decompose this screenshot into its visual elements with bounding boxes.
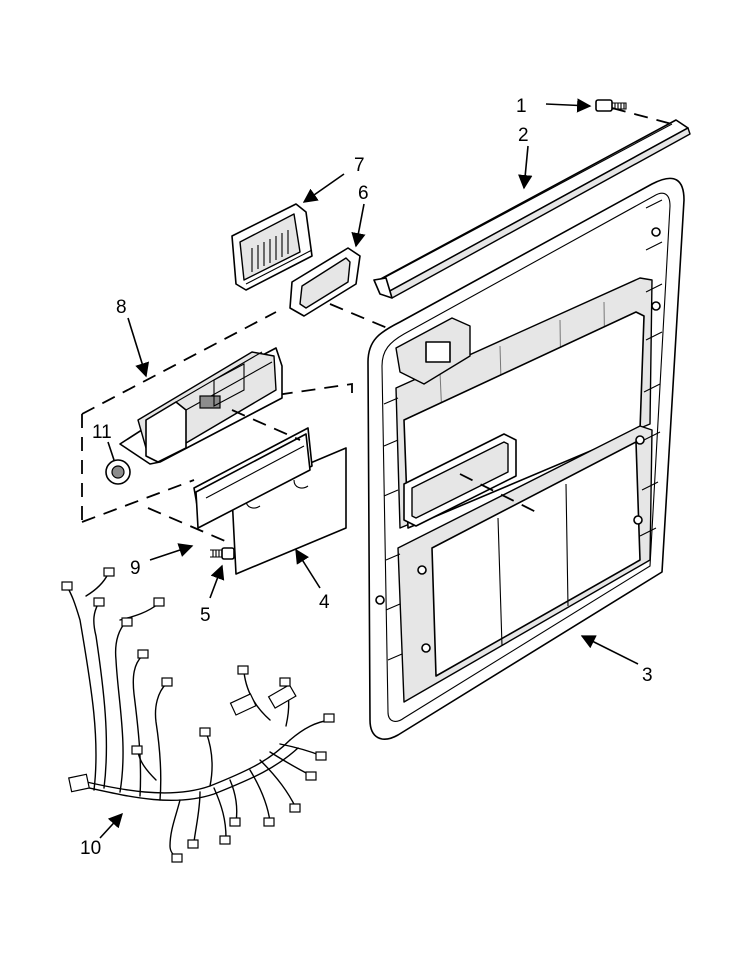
alignment-lines: [231, 107, 673, 515]
callouts: 1 2 3 4 5 6 7 8 9 10 11: [80, 96, 653, 859]
part-10-wire-harness: [61, 567, 335, 863]
part-3-door-panel: [367, 177, 685, 740]
callout-8: 8: [116, 297, 127, 318]
callout-10: 10: [80, 838, 101, 859]
callout-4: 4: [319, 592, 330, 613]
callout-3: 3: [642, 665, 653, 686]
part-2-trim-strip: [373, 119, 691, 299]
callout-2: 2: [518, 125, 529, 146]
part-8-control-housing: [81, 311, 353, 545]
part-7-vent-assembly: [231, 203, 313, 291]
callout-9: 9: [130, 558, 141, 579]
callout-1: 1: [516, 96, 527, 117]
callout-11: 11: [92, 422, 112, 443]
leader-lines: [99, 98, 639, 839]
callout-6: 6: [358, 183, 369, 204]
callout-5: 5: [200, 605, 211, 626]
part-1-screw: [595, 99, 627, 112]
part-11-nut: [105, 459, 131, 485]
callout-7: 7: [354, 155, 365, 176]
part-6-gasket: [289, 247, 361, 317]
part-5-screw: [210, 547, 235, 560]
part-9-display-board: [193, 427, 313, 529]
